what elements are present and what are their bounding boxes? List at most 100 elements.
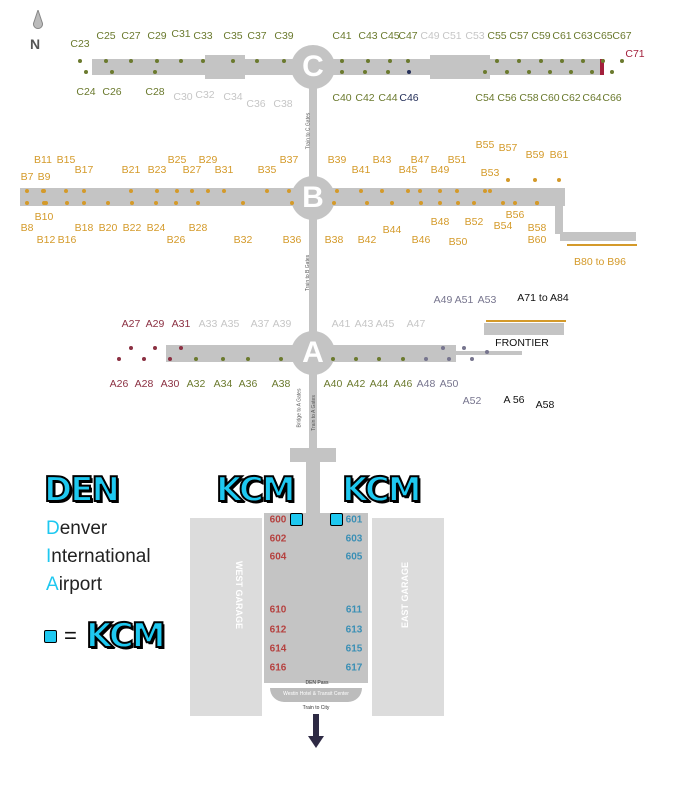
gate-marker — [282, 59, 286, 63]
gate-label: C41 — [332, 30, 352, 42]
gate-label: B58 — [527, 222, 547, 234]
gate-marker — [129, 189, 133, 193]
gate-label: C67 — [612, 30, 632, 42]
gate-marker — [483, 189, 487, 193]
gate-label: C60 — [540, 92, 560, 104]
gate-marker — [610, 70, 614, 74]
gate-label: C58 — [519, 92, 539, 104]
gate-marker — [41, 189, 45, 193]
gate-label: C45 — [380, 30, 400, 42]
gate-marker — [222, 189, 226, 193]
gate-marker — [110, 70, 114, 74]
gate-label: C51 — [442, 30, 462, 42]
gate-label: B52 — [464, 216, 484, 228]
gate-marker — [255, 59, 259, 63]
legend-international: International — [46, 546, 151, 568]
gate-label: C54 — [475, 92, 495, 104]
concourse-a-walkway — [456, 351, 522, 355]
gate-label: B46 — [411, 234, 431, 246]
gate-marker — [290, 201, 294, 205]
gate-marker — [359, 189, 363, 193]
gate-label: B41 — [351, 164, 371, 176]
gate-label: C46 — [399, 92, 419, 104]
gate-label: B45 — [398, 164, 418, 176]
gate-label: A58 — [535, 399, 555, 411]
gate-label: A52 — [462, 395, 482, 407]
gate-label: A71 to A84 — [517, 292, 569, 304]
gate-label: B24 — [146, 222, 166, 234]
gate-marker — [406, 189, 410, 193]
gate-marker — [485, 350, 489, 354]
gate-label: B61 — [549, 149, 569, 161]
gate-marker — [65, 201, 69, 205]
gate-marker — [175, 189, 179, 193]
gate-label: B10 — [34, 211, 54, 223]
gate-marker — [190, 189, 194, 193]
gate-label: B51 — [447, 154, 467, 166]
bridge-a-label: Bridge to A Gates — [296, 388, 303, 428]
gate-label: B39 — [327, 154, 347, 166]
gate-label: B60 — [527, 234, 547, 246]
kcm-marker-east — [330, 513, 343, 526]
concourse-a-frontier — [484, 323, 564, 335]
gate-label: C43 — [358, 30, 378, 42]
gate-label: C34 — [223, 91, 243, 103]
door-number: 614 — [269, 643, 287, 655]
gate-marker — [401, 357, 405, 361]
gate-label: A 56 — [503, 394, 525, 406]
gate-marker — [366, 59, 370, 63]
concourse-c — [92, 59, 600, 75]
kcm-label-east: KCM — [341, 469, 423, 511]
gate-marker — [441, 346, 445, 350]
gate-marker — [25, 189, 29, 193]
gate-label: B42 — [357, 234, 377, 246]
gate-label: B44 — [382, 224, 402, 236]
gate-marker — [335, 189, 339, 193]
gate-label: B56 — [505, 209, 525, 221]
gate-label: B7 — [20, 171, 34, 183]
gate-label: A29 — [145, 318, 165, 330]
gate-label: A28 — [134, 378, 154, 390]
gate-label: A41 — [331, 318, 351, 330]
gate-marker — [513, 201, 517, 205]
concourse-c-block — [430, 55, 490, 79]
gate-label: A46 — [393, 378, 413, 390]
gate-label: C23 — [70, 38, 90, 50]
gate-label: A34 — [213, 378, 233, 390]
gate-marker — [455, 189, 459, 193]
legend-denver: Denver — [46, 518, 107, 540]
gate-marker — [168, 357, 172, 361]
c71-gates — [600, 59, 604, 75]
gate-label: B48 — [430, 216, 450, 228]
gate-label: B80 to B96 — [574, 256, 626, 268]
legend-kcm-label: KCM — [85, 615, 167, 657]
gate-marker — [153, 70, 157, 74]
gate-label: B50 — [448, 236, 468, 248]
terminal-building — [264, 513, 368, 683]
door-number: 612 — [269, 624, 287, 636]
legend-kcm-marker — [44, 630, 57, 643]
gate-marker — [365, 201, 369, 205]
arrow-down-icon — [308, 714, 324, 755]
gate-label: B38 — [324, 234, 344, 246]
gate-marker — [142, 357, 146, 361]
gate-label: A50 — [439, 378, 459, 390]
gate-label: B55 — [475, 139, 495, 151]
door-number: 611 — [345, 604, 363, 616]
gate-label: A36 — [238, 378, 258, 390]
gate-label: B47 — [410, 154, 430, 166]
gate-marker — [581, 59, 585, 63]
concourse-b-extension — [560, 232, 636, 241]
gate-marker — [155, 189, 159, 193]
compass-icon — [31, 8, 43, 30]
gate-label: A53 — [477, 294, 497, 306]
gate-label: A31 — [171, 318, 191, 330]
gate-marker — [548, 70, 552, 74]
gate-marker — [82, 189, 86, 193]
word: irport — [58, 574, 102, 595]
gate-label: B43 — [372, 154, 392, 166]
east-garage-label: EAST GARAGE — [400, 561, 411, 629]
gate-marker — [390, 201, 394, 205]
gate-marker — [620, 59, 624, 63]
gate-label: C37 — [247, 30, 267, 42]
